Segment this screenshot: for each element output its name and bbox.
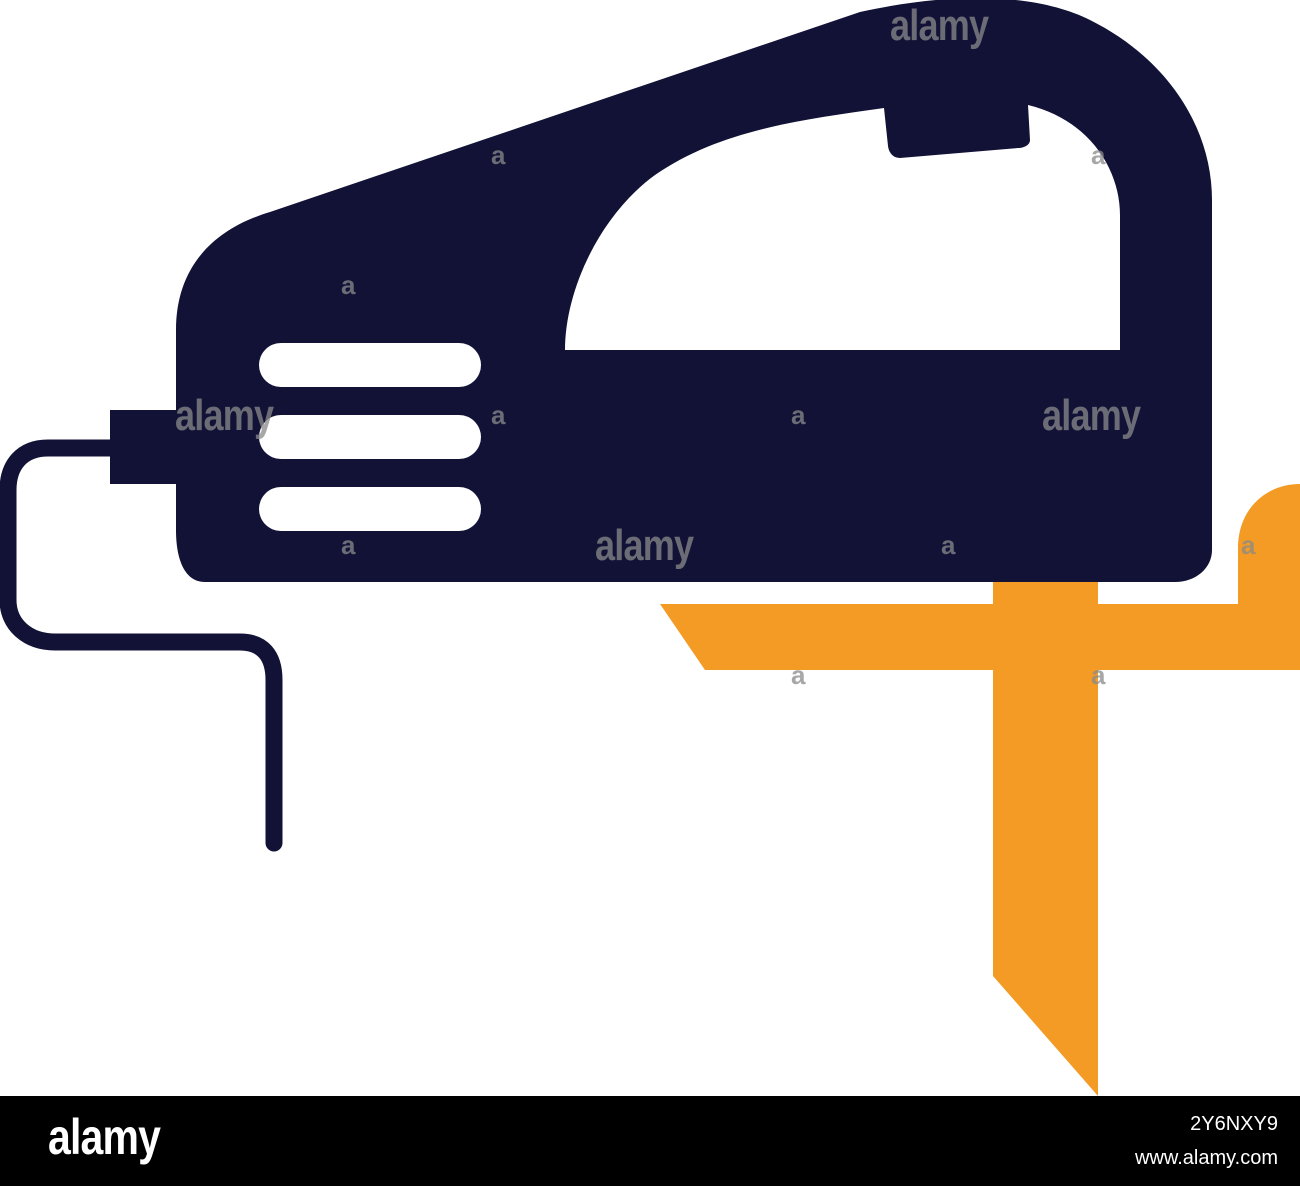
power-cord <box>0 439 283 852</box>
vent-slot <box>259 343 481 387</box>
alamy-logo: alamy <box>48 1109 161 1165</box>
vent-slot <box>259 487 481 531</box>
watermark: a <box>791 400 806 430</box>
watermark: a <box>791 660 806 690</box>
watermark: a <box>941 530 956 560</box>
watermark: a <box>341 270 356 300</box>
jigsaw-icon <box>0 0 1300 1096</box>
watermark: a <box>1241 530 1256 560</box>
site-url: www.alamy.com <box>1135 1147 1278 1169</box>
image-id: 2Y6NXY9 <box>1190 1113 1278 1135</box>
vent-slot <box>259 415 481 459</box>
footer-bar: alamy 2Y6NXY9 www.alamy.com <box>0 1096 1300 1186</box>
watermark: alamy <box>1042 391 1141 440</box>
watermark: a <box>341 530 356 560</box>
illustration-canvas: alamy alamy alamy alamy a a a a a a a a … <box>0 0 1300 1096</box>
jigsaw-blade <box>660 484 1300 1096</box>
watermark: alamy <box>890 1 989 50</box>
watermark: alamy <box>175 391 274 440</box>
watermark: alamy <box>595 521 694 570</box>
watermark: a <box>1091 660 1106 690</box>
vent-slots <box>259 343 481 531</box>
cord-plug <box>110 410 180 484</box>
watermark: a <box>1091 140 1106 170</box>
watermark: a <box>491 140 506 170</box>
watermark: a <box>491 400 506 430</box>
